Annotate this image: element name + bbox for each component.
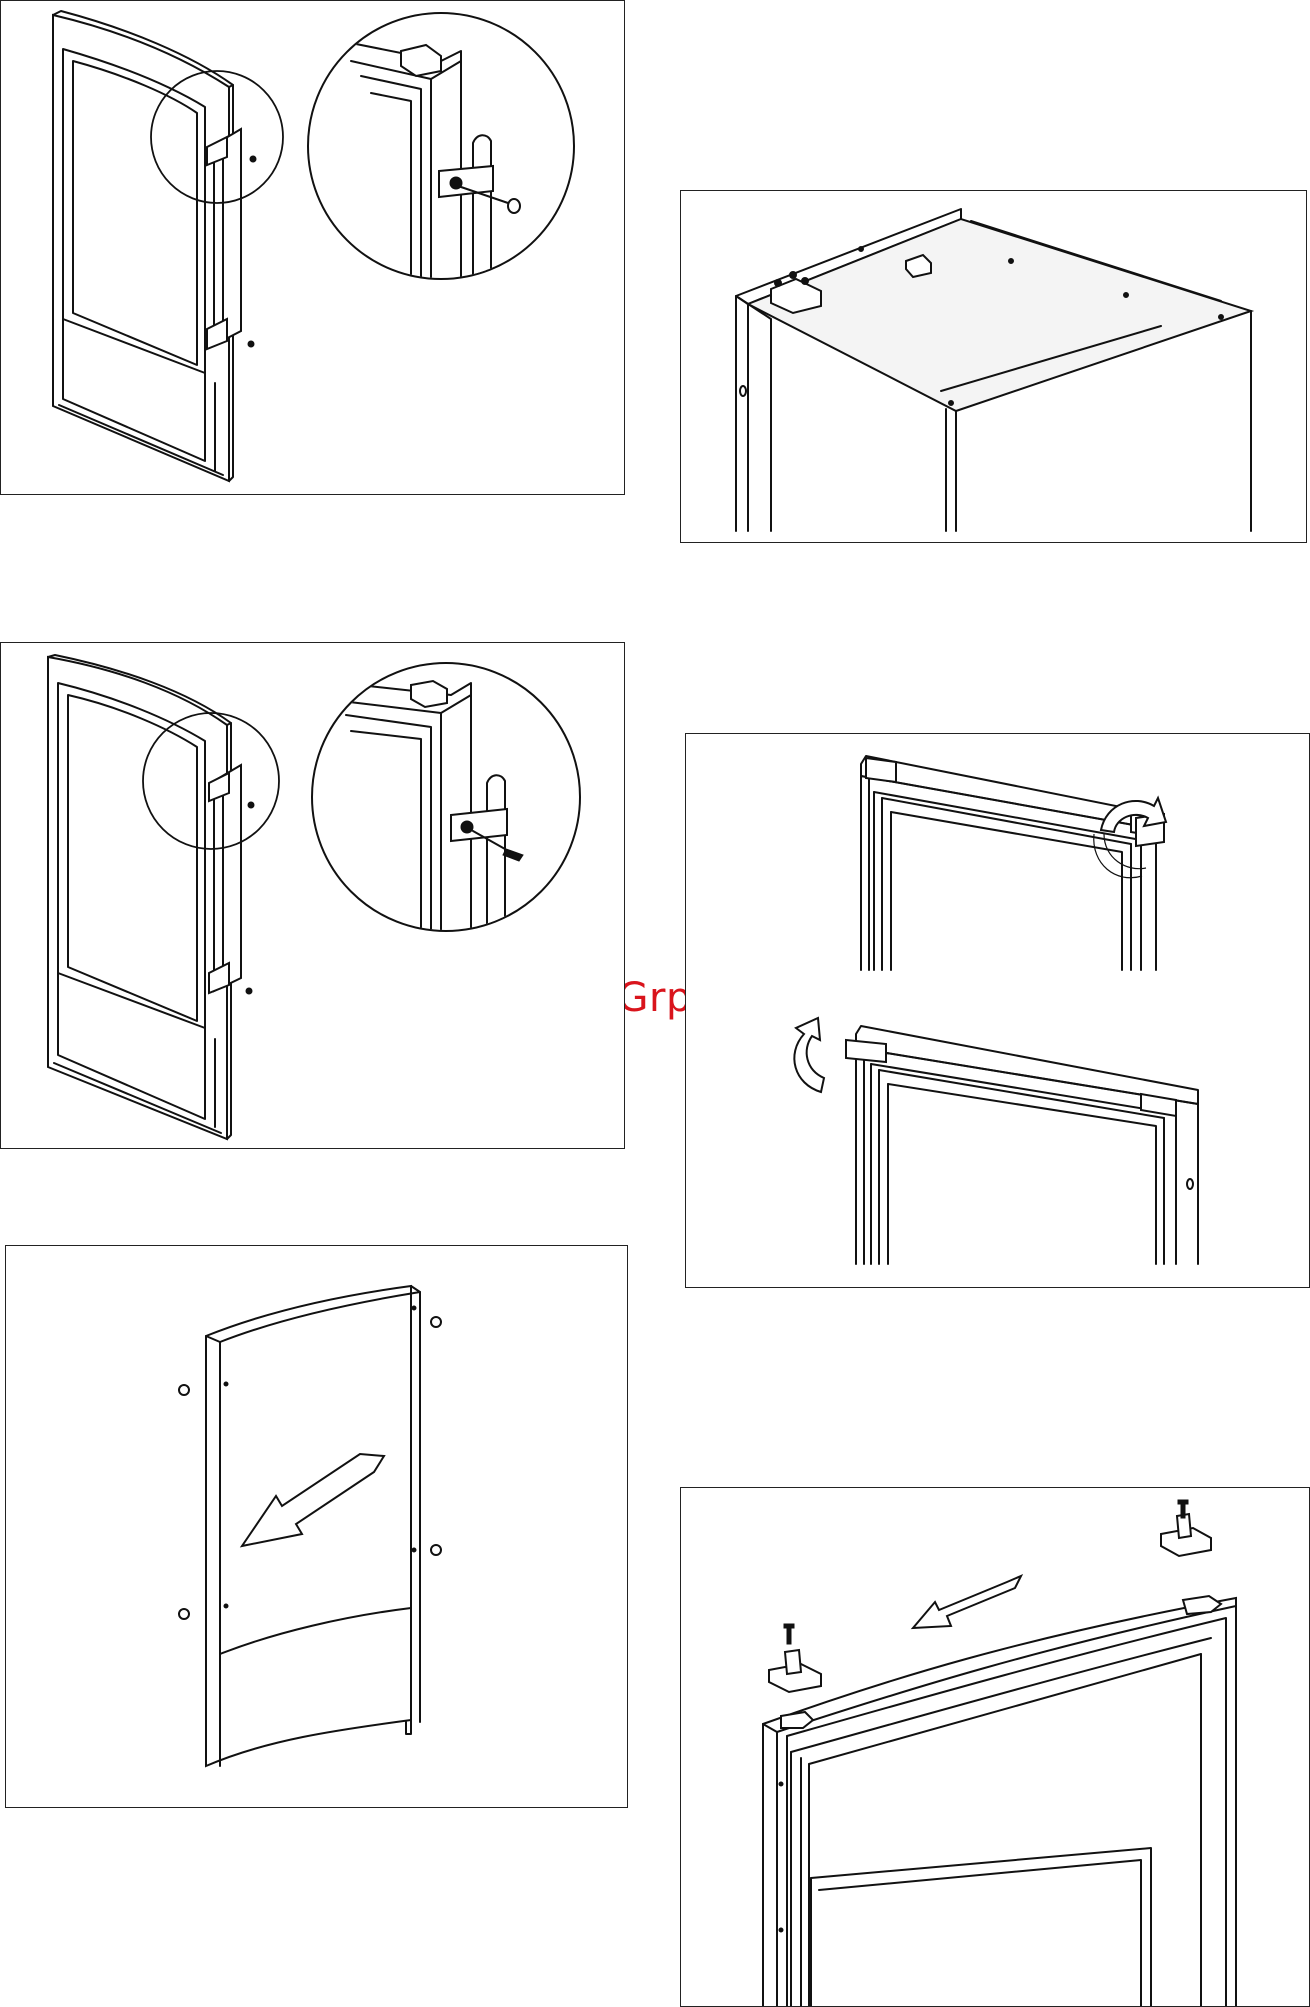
door-icon (53, 11, 233, 481)
top-hinge-transfer-illustration (681, 1488, 1310, 2007)
handle-icon (209, 765, 241, 993)
detail-zoom (308, 13, 574, 291)
figure-door-hole-plugs (5, 1245, 628, 1808)
door-cap-swap-illustration (686, 734, 1310, 1288)
figure-door-handle-removal (0, 0, 625, 495)
door-cap-top (846, 1040, 886, 1062)
rotate-arrow-icon (794, 1018, 824, 1092)
door-handle-removal-illustration (1, 1, 625, 495)
screw-icon (246, 802, 254, 994)
door-hole-plugs-illustration (6, 1246, 628, 1808)
figure-top-hinge-transfer (680, 1487, 1310, 2007)
cabinet-icon (736, 209, 1251, 531)
detail-zoom (312, 663, 580, 943)
cabinet-top-hinge-illustration (681, 191, 1307, 543)
figure-door-handle-refit (0, 642, 625, 1149)
door-icon (763, 1598, 1236, 2007)
door-pin-hole (740, 386, 746, 396)
screw-icon (248, 156, 256, 347)
figure-door-cap-swap (685, 733, 1310, 1288)
direction-arrow-icon (913, 1576, 1021, 1628)
door-handle-refit-illustration (1, 643, 625, 1149)
door-icon (48, 655, 231, 1139)
figure-cabinet-top-hinge (680, 190, 1307, 543)
door-icon (206, 1286, 420, 1766)
